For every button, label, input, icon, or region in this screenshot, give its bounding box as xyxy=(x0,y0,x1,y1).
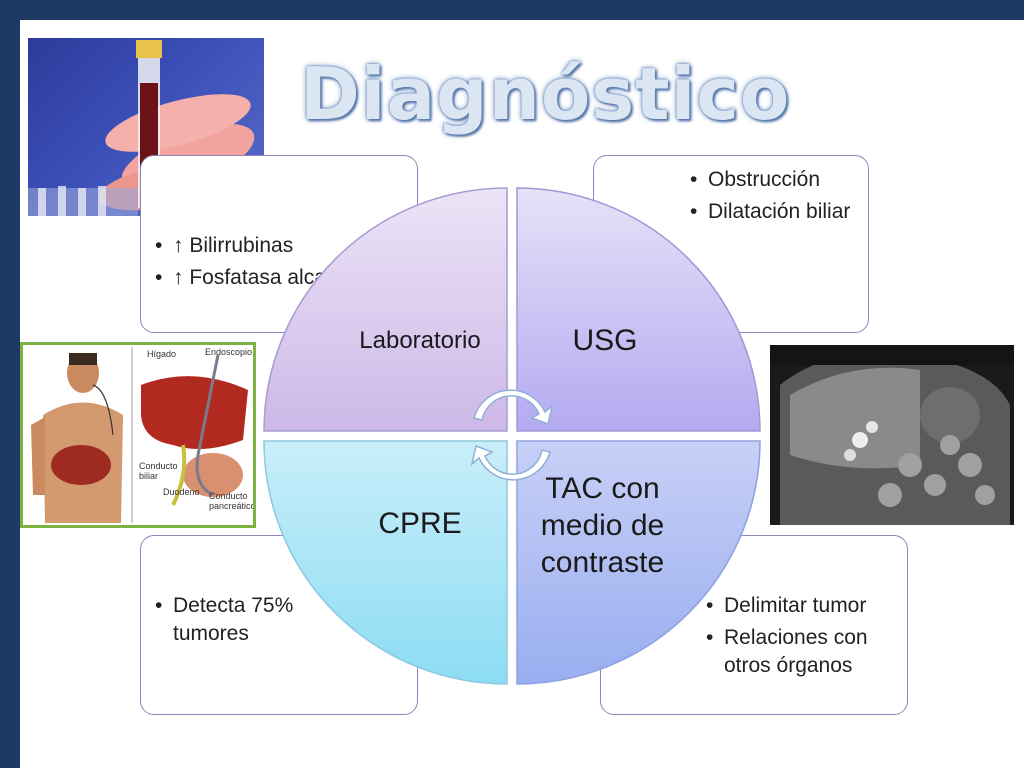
label-endoscopio: Endoscopio xyxy=(205,347,253,357)
list-item: Relaciones con otros órganos xyxy=(706,624,906,680)
laboratorio-list: ↑ Bilirrubinas ↑ Fosfatasa alcalina xyxy=(155,232,365,296)
list-item: Dilatación biliar xyxy=(690,198,860,226)
tac-list: Delimitar tumor Relaciones con otros órg… xyxy=(706,592,906,684)
list-item: ↑ Fosfatasa alcalina xyxy=(155,264,365,292)
label-duodeno: Duodeno xyxy=(163,487,200,497)
quadrant-label-laboratorio: Laboratorio xyxy=(359,327,481,354)
page-title: Diagnóstico xyxy=(300,52,791,136)
quadrant-cpre xyxy=(263,440,508,685)
list-item: Obstrucción xyxy=(690,166,860,194)
usg-list: Obstrucción Dilatación biliar xyxy=(690,166,860,230)
quadrant-label-cpre: CPRE xyxy=(378,507,462,540)
quadrant-tac xyxy=(516,440,761,685)
cpre-list: Detecta 75% tumores xyxy=(155,592,355,652)
ct-scan-image xyxy=(770,345,1014,525)
label-conducto-pancreatico: Conducto pancreático xyxy=(209,491,256,511)
label-conducto-biliar: Conducto biliar xyxy=(139,461,178,481)
left-bar xyxy=(0,20,20,768)
list-item: Delimitar tumor xyxy=(706,592,906,620)
quadrant-laboratorio xyxy=(263,187,508,432)
cycle-arrows-icon xyxy=(470,389,554,481)
quadrant-label-usg: USG xyxy=(572,324,638,357)
list-item: ↑ Bilirrubinas xyxy=(155,232,365,260)
list-item: Detecta 75% tumores xyxy=(155,592,355,648)
top-bar xyxy=(0,0,1024,20)
label-higado: Hígado xyxy=(147,349,177,359)
anatomy-illustration: Hígado Endoscopio Conducto biliar Duoden… xyxy=(20,342,256,528)
quadrant-label-tac: TAC con medio de contraste xyxy=(540,472,665,579)
quadrant-usg xyxy=(516,187,761,432)
